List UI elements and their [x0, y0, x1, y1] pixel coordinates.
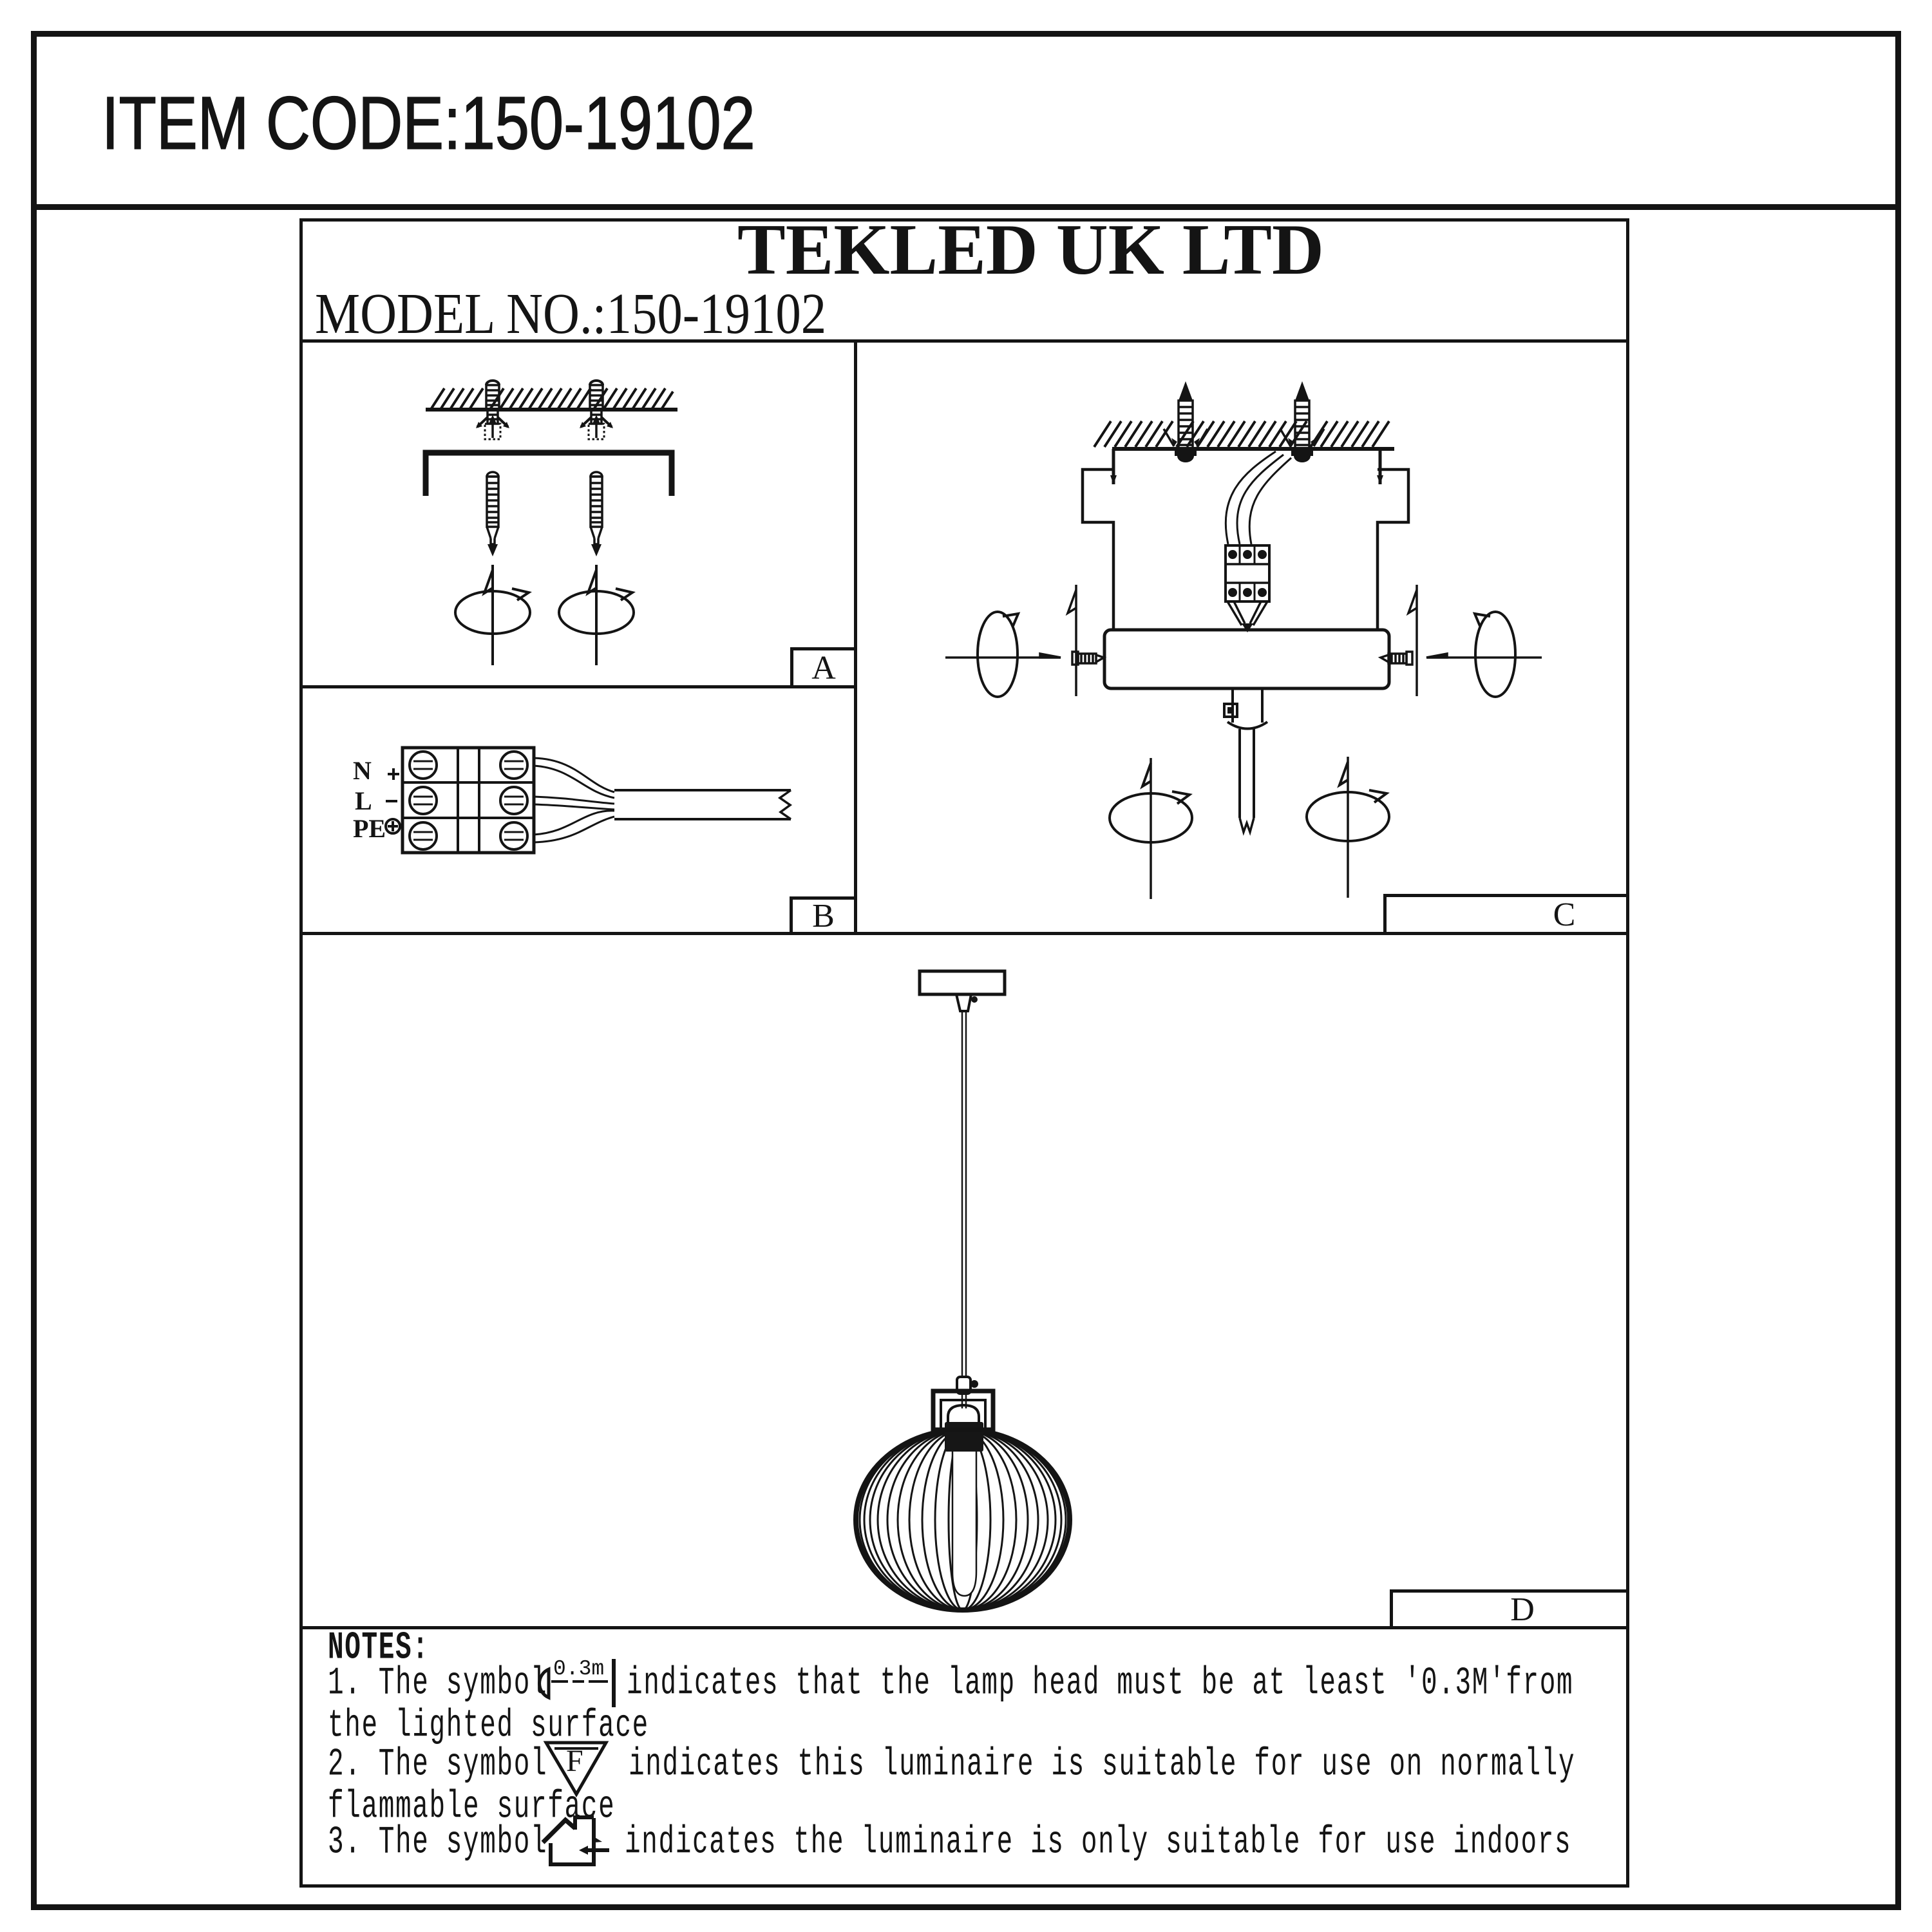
svg-text:N: N — [353, 756, 372, 785]
svg-text:F: F — [566, 1744, 583, 1778]
svg-text:L: L — [355, 786, 372, 815]
svg-text:0.3m: 0.3m — [553, 1657, 604, 1681]
svg-text:PE: PE — [353, 814, 386, 843]
